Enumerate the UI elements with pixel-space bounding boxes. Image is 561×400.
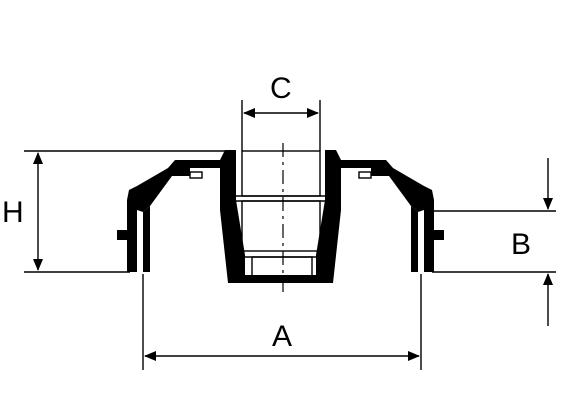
- drum-right-slot: [358, 171, 372, 179]
- drum-left-shoulder: [137, 168, 190, 212]
- label-c: C: [270, 72, 292, 105]
- label-a: A: [272, 320, 292, 353]
- hub-bore: [236, 150, 325, 282]
- drum-body: [117, 150, 444, 283]
- dimension-c: C: [241, 72, 321, 151]
- dimension-h: H: [2, 150, 232, 273]
- drum-hub-base: [232, 275, 329, 283]
- drum-right-wall: [411, 186, 434, 272]
- drum-right-shoulder: [371, 168, 424, 212]
- drum-left-wall: [127, 186, 150, 272]
- label-b: B: [511, 228, 531, 261]
- dimension-b: B: [432, 158, 556, 326]
- label-h: H: [2, 196, 24, 229]
- bore-middle: [241, 200, 321, 252]
- drum-left-collar: [220, 150, 245, 283]
- drum-left-slot: [189, 171, 203, 179]
- drum-right-tab: [433, 230, 444, 240]
- drum-right-collar: [316, 150, 341, 283]
- drum-left-cap: [168, 160, 228, 168]
- dimension-a: A: [142, 274, 422, 370]
- bore-upper: [241, 150, 321, 197]
- drum-right-cap: [333, 160, 393, 168]
- drum-left-tab: [117, 230, 128, 240]
